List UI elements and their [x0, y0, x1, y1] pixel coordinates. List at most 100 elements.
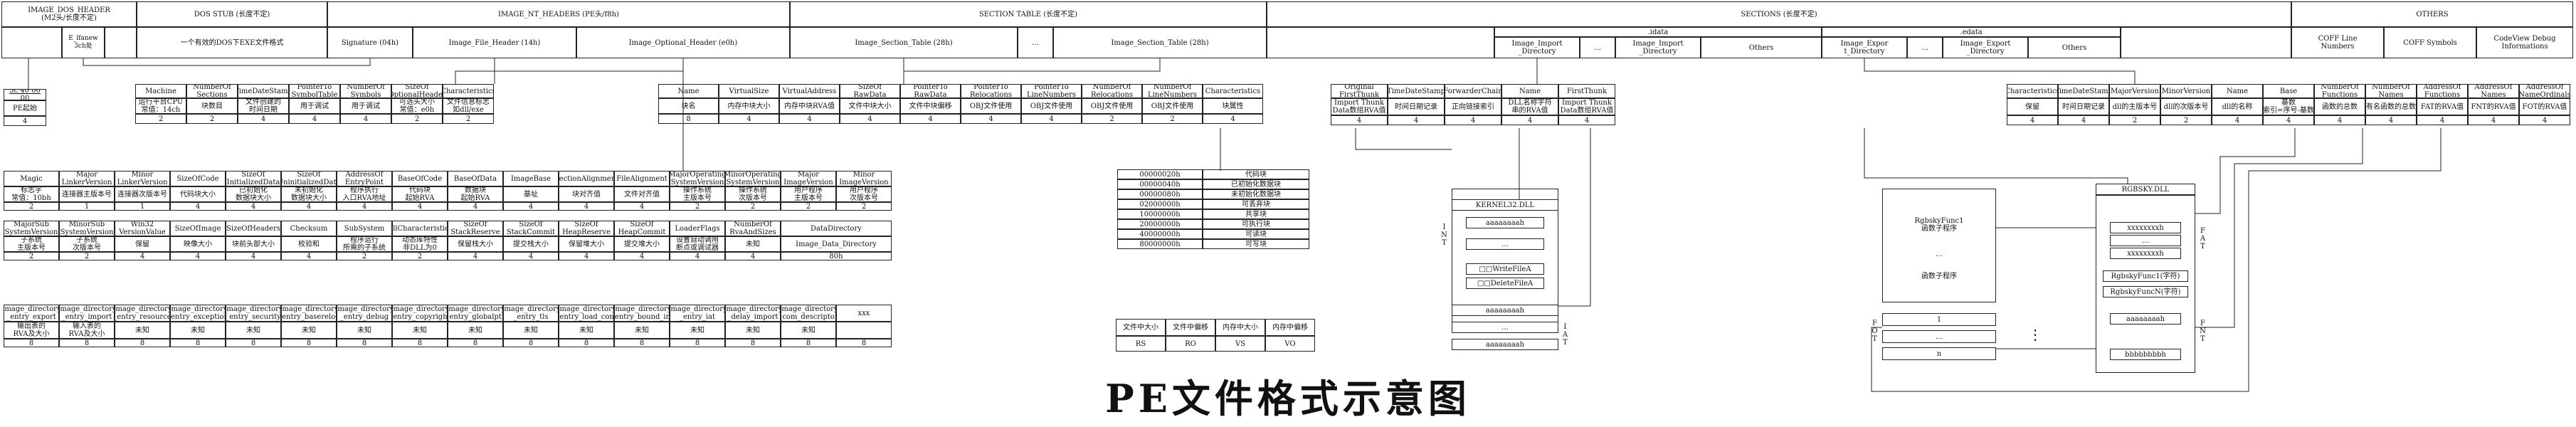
- data-dir-desc: 未知: [337, 322, 392, 339]
- char-flag: 20000000h: [1117, 219, 1203, 229]
- export-dir-name: AddressOf Functions: [2417, 84, 2468, 98]
- import-dir-size: 4: [1331, 115, 1388, 125]
- opt1-name: Minor ImageVersion: [836, 171, 892, 186]
- data-dir-size: 8: [281, 339, 337, 347]
- data-dir-size: 8: [115, 339, 170, 347]
- data-dir-name: Image_directory _entry_import: [59, 305, 115, 322]
- section-header-size: 4: [840, 114, 900, 124]
- export-dir-size: 4: [2263, 115, 2314, 125]
- rva-header: 文件中大小: [1116, 319, 1166, 336]
- int-row: □□WriteFileA: [1466, 263, 1544, 275]
- file-header-cell: Image_File_Header (14h): [413, 27, 576, 58]
- int-block: [1452, 189, 1558, 324]
- opt1-name: ImageBase: [503, 171, 559, 186]
- fat-row: …: [2110, 235, 2181, 246]
- data-dir-desc: 未知: [448, 322, 503, 339]
- sections-right-blank: [2121, 27, 2291, 58]
- opt2-name: MajorSub SystemVersion: [4, 221, 59, 236]
- opt1-name: Magic: [4, 171, 59, 186]
- fnt-string-row: RgbskyFuncN(字符): [2103, 286, 2188, 297]
- data-dir-size: 8: [836, 339, 892, 347]
- section-header-name: NumberOf LineNumbers: [1142, 84, 1203, 98]
- file-header-name: SizeOf OptionalHeader: [391, 84, 443, 98]
- dos-stub-header: DOS STUB (长度不定): [137, 1, 327, 27]
- file-header-desc: 用于调试: [289, 98, 340, 114]
- section-header-name: PointerTo RawData: [900, 84, 961, 98]
- section-table-cell-1: Image_Section_Table (28h): [790, 27, 1018, 58]
- char-flag: 00000080h: [1117, 189, 1203, 199]
- opt2-name: SubSystem: [337, 221, 392, 236]
- opt1-desc: 代码块 起始RVA: [392, 186, 448, 202]
- opt1-name: SizeOf InitializedData: [226, 171, 281, 186]
- export-dir-name: Characteristics: [2007, 84, 2058, 98]
- opt1-name: BaseOfCode: [392, 171, 448, 186]
- data-dir-desc: 未知: [281, 322, 337, 339]
- opt1-desc: 基址: [503, 186, 559, 202]
- char-desc: 共享块: [1203, 209, 1309, 219]
- opt2-size: 4: [115, 252, 170, 260]
- edata-label: .edata: [1822, 27, 2121, 37]
- data-dir-name: Image_directory _entry_load_conf: [559, 305, 614, 322]
- import-dir-desc: Import Thunk Data数组RVA值: [1558, 98, 1615, 115]
- file-header-size: 4: [289, 114, 340, 124]
- opt1-size: 4: [559, 202, 614, 211]
- export-dir-desc: FNT的RVA值: [2468, 98, 2519, 115]
- export-func-dots: …: [1936, 250, 1943, 258]
- opt1-desc: 已初始化 数据块大小: [226, 186, 281, 202]
- data-dir-name: Image_directory _entry_export: [4, 305, 59, 322]
- fot-row: n: [1882, 347, 1996, 360]
- opt1-desc: 连接器次版本号: [115, 186, 170, 202]
- data-dir-size: 8: [725, 339, 781, 347]
- section-header-size: 8: [658, 114, 719, 124]
- export-dir-desc: 函数的总数: [2314, 98, 2365, 115]
- opt1-size: 4: [170, 202, 226, 211]
- int-row: …: [1466, 238, 1544, 250]
- opt2-size: 4: [559, 252, 614, 260]
- rva-value: RO: [1166, 336, 1215, 352]
- coff-line-numbers: COFF Line Numbers: [2291, 27, 2384, 58]
- file-header-size: 4: [340, 114, 391, 124]
- import-dir-size: 4: [1501, 115, 1558, 125]
- file-header-desc: 用于调试: [340, 98, 391, 114]
- kernel32-dll-name: KERNEL32.DLL: [1452, 199, 1558, 211]
- opt1-size: 4: [337, 202, 392, 211]
- file-header-desc: 文件信息标志 如dll/exe: [443, 98, 494, 114]
- section-header-size: 2: [1142, 114, 1203, 124]
- file-header-desc: 运行平台CPU 常值：14ch: [135, 98, 186, 114]
- data-dir-name: Image_directory _com_descriptor: [781, 305, 836, 322]
- data-dir-size: 8: [448, 339, 503, 347]
- opt2-name: LoaderFlags: [670, 221, 725, 236]
- opt1-desc: 操作系统 主版本号: [670, 186, 725, 202]
- file-header-desc: 文件创建的 时间日期: [238, 98, 289, 114]
- fnt-addr-row: bbbbbbbbh: [2110, 349, 2181, 360]
- section-header-name: PointerTo LineNumbers: [1021, 84, 1082, 98]
- section-header-desc: 文件中块偏移: [900, 98, 961, 114]
- section-header-name: PointerTo Relocations: [961, 84, 1021, 98]
- fot-row: …: [1882, 330, 1996, 343]
- fnt-string-row: RgbskyFunc1(字符): [2103, 270, 2188, 282]
- import-dir-desc: DLL名称字符 串的RVA值: [1501, 98, 1558, 115]
- opt2-name: SizeOf HeapCommit: [614, 221, 670, 236]
- data-dir-size: 8: [4, 339, 59, 347]
- data-dir-size: 8: [781, 339, 836, 347]
- codeview-debug: CodeView Debug Informations: [2476, 27, 2573, 58]
- data-dir-desc: 未知: [781, 322, 836, 339]
- section-table-cell-2: Image_Section_Table (28h): [1053, 27, 1267, 58]
- export-dir-desc: dll的次版本号: [2160, 98, 2212, 115]
- section-header-name: Characteristics: [1203, 84, 1263, 98]
- opt2-name: DataDirectory: [781, 221, 892, 236]
- edata-dots: …: [1907, 37, 1943, 58]
- rva-header: 内存中大小: [1215, 319, 1265, 336]
- section-header-size: 2: [1082, 114, 1142, 124]
- data-dir-name: Image_directory _entry_basereloc: [281, 305, 337, 322]
- char-flag: 02000000h: [1117, 199, 1203, 209]
- char-desc: 可写块: [1203, 239, 1309, 249]
- opt1-desc: 数据块 起始RVA: [448, 186, 503, 202]
- char-desc: 可丢弃块: [1203, 199, 1309, 209]
- data-dir-size: 8: [670, 339, 725, 347]
- data-dir-name: Image_directory _entry_globalptr: [448, 305, 503, 322]
- opt1-name: Major LinkerVersion: [59, 171, 115, 186]
- export-dir-size: 4: [2314, 115, 2365, 125]
- opt1-name: BaseOfData: [448, 171, 503, 186]
- export-func1-block: [1882, 189, 1996, 302]
